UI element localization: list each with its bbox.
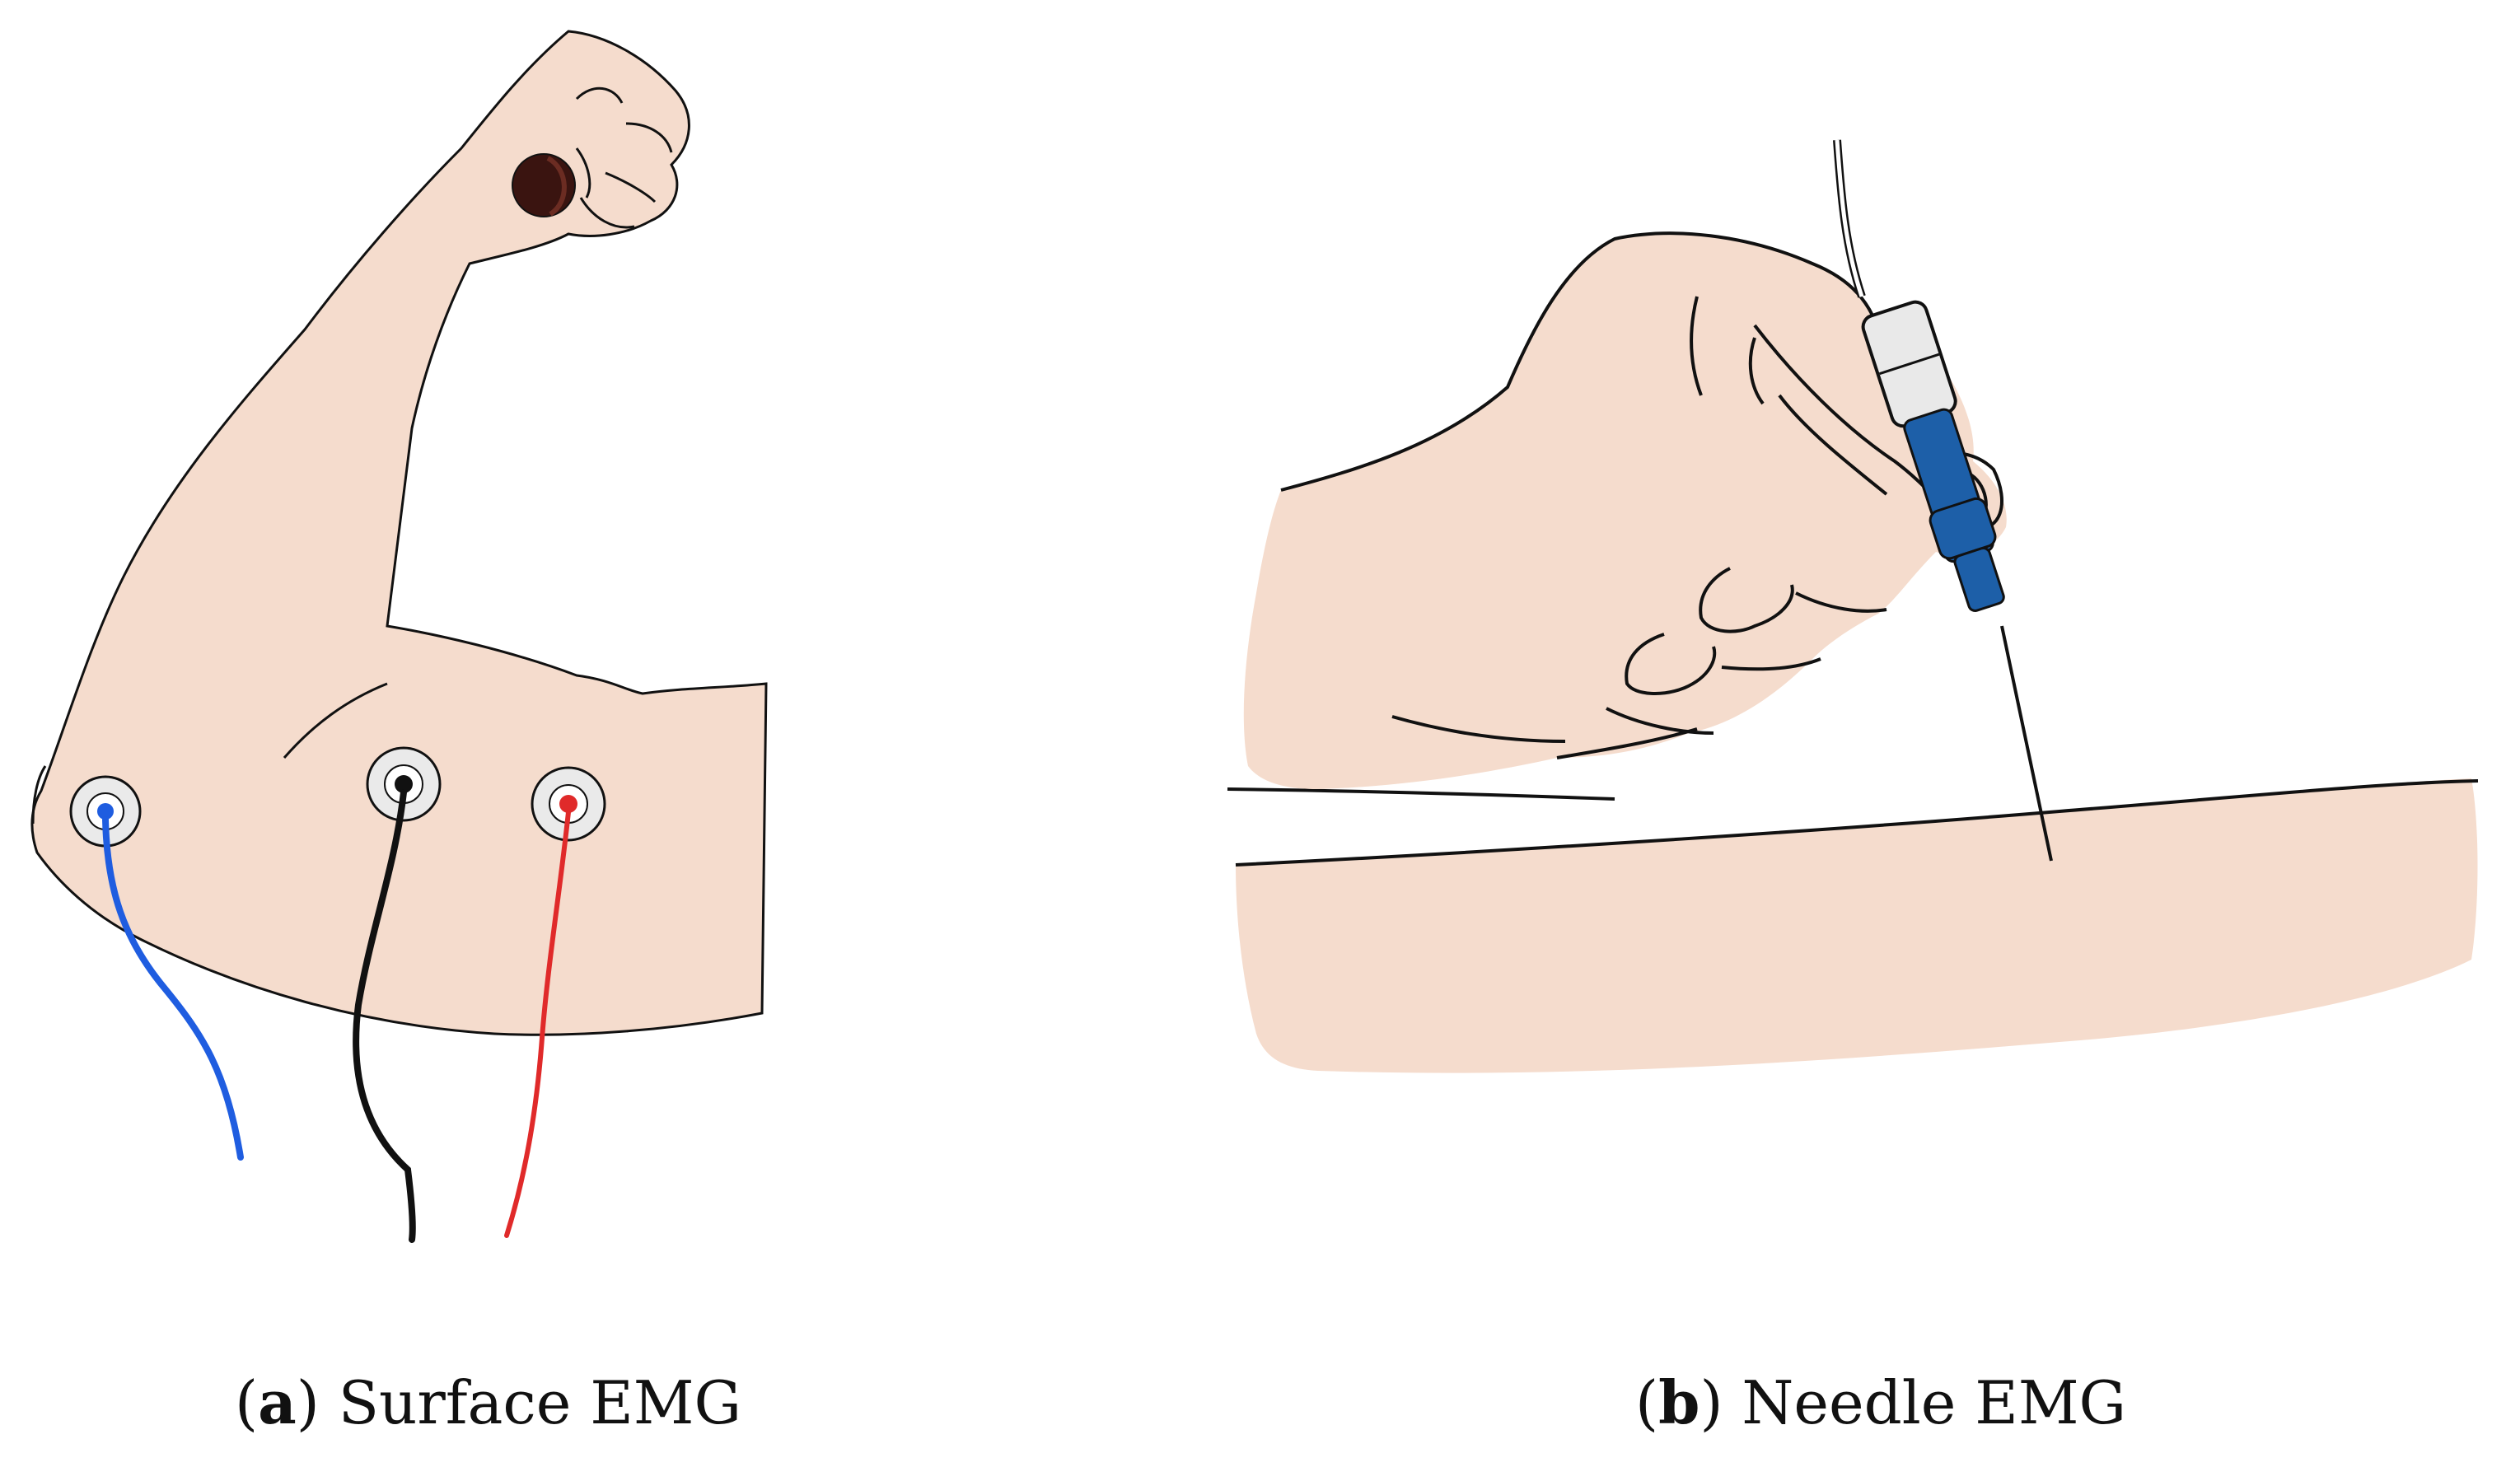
flexed-arm bbox=[30, 30, 768, 1036]
caption-text-a: Surface EMG bbox=[338, 1368, 742, 1437]
fist-detail bbox=[575, 86, 673, 229]
limb-top-edge bbox=[1235, 779, 2479, 867]
lead-wire-red bbox=[504, 810, 571, 1238]
caption-letter-b: b bbox=[1658, 1367, 1700, 1437]
lead-wire-blue bbox=[102, 816, 244, 1161]
electrode-black bbox=[366, 746, 442, 822]
limb bbox=[1236, 778, 2478, 1073]
needle-electrode-icon bbox=[1833, 139, 2053, 862]
upper-edge-line bbox=[1227, 787, 1615, 801]
examiner-hand bbox=[1243, 233, 2007, 789]
caption-panel-a: (a) Surface EMG bbox=[235, 1367, 742, 1437]
caption-text-b: Needle EMG bbox=[1742, 1368, 2127, 1437]
electrode-red bbox=[531, 766, 606, 842]
lead-wire-black bbox=[353, 789, 416, 1243]
palm-contour bbox=[1556, 727, 1698, 759]
caption-letter-a: a bbox=[258, 1367, 297, 1437]
finger-crease bbox=[1391, 591, 1887, 743]
bicep-contour bbox=[283, 682, 388, 759]
needle-shaft bbox=[2000, 625, 2053, 862]
examiner-hand-outline bbox=[1280, 231, 1880, 492]
curled-finger-2 bbox=[1625, 633, 1717, 695]
caption-panel-b: (b) Needle EMG bbox=[1635, 1367, 2127, 1437]
panel-b-needle-emg bbox=[1227, 139, 2479, 1073]
curled-finger-1 bbox=[1699, 567, 1794, 633]
finger-lines bbox=[1690, 296, 1888, 496]
elbow-contour bbox=[31, 765, 47, 825]
held-object-highlight bbox=[546, 156, 567, 217]
panel-a-surface-emg bbox=[30, 30, 768, 1243]
